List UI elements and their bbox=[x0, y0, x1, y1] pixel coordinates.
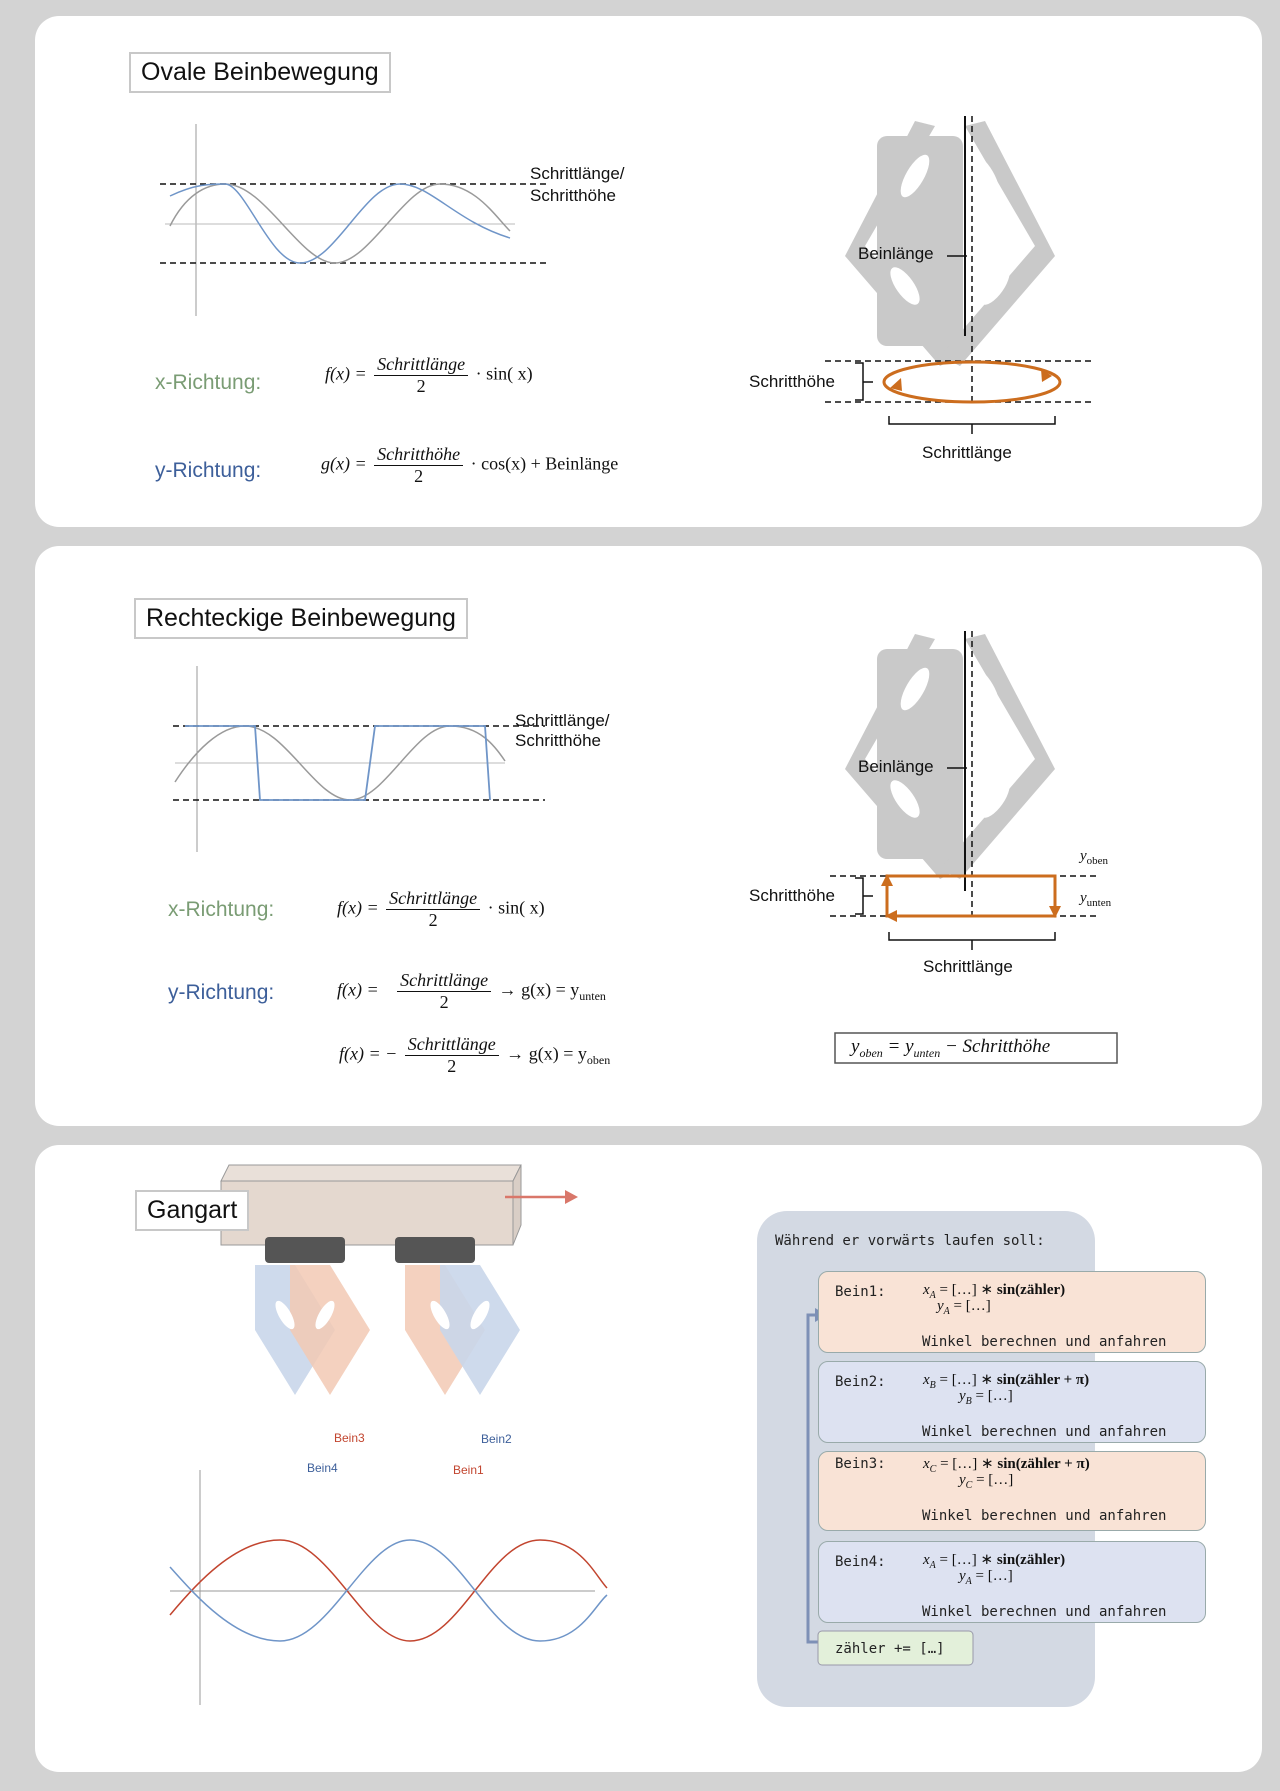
rect-foot-path bbox=[885, 874, 1057, 918]
robot-body bbox=[220, 1164, 578, 1263]
bein2-label: Bein2 bbox=[481, 1432, 512, 1446]
rect-schritt-label-2: Schritthöhe bbox=[515, 731, 601, 750]
oval-blue-wave bbox=[169, 183, 511, 264]
bein3-y-equation: yC = […] bbox=[959, 1472, 1014, 1491]
oval-schrittlaenge-label: Schrittlänge bbox=[922, 443, 1012, 462]
oval-title: Ovale Beinbewegung bbox=[129, 52, 391, 93]
counter-text: zähler += […] bbox=[835, 1641, 945, 1657]
counter-box bbox=[817, 1630, 974, 1666]
bein-card-4: Bein4: xA = […] ∗ sin(zähler) yA = […] W… bbox=[818, 1541, 1206, 1623]
oval-x-direction: x-Richtung: bbox=[155, 371, 262, 394]
bein2-y-equation: yB = […] bbox=[959, 1388, 1013, 1407]
rect-schrittlaenge-label: Schrittlänge bbox=[923, 957, 1013, 976]
bein3-label: Bein3 bbox=[334, 1431, 365, 1445]
rect-graphics bbox=[173, 631, 1118, 1064]
rect-title: Rechteckige Beinbewegung bbox=[134, 598, 468, 639]
oval-graphics bbox=[160, 116, 1095, 434]
rect-equation-box bbox=[834, 1032, 1118, 1064]
oval-leg-drawing bbox=[845, 121, 1055, 366]
bein3-x-equation: xC = […] ∗ sin(zähler + π) bbox=[923, 1456, 1090, 1475]
bein1-x-equation: xA = […] ∗ sin(zähler) bbox=[923, 1282, 1066, 1301]
gait-red-wave bbox=[169, 1539, 608, 1642]
gait-title: Gangart bbox=[135, 1190, 250, 1231]
oval-schritt-label-2: Schritthöhe bbox=[530, 186, 616, 205]
oval-y-direction: y-Richtung: bbox=[155, 459, 262, 482]
bein-card-3: Bein3: xC = […] ∗ sin(zähler + π) yC = [… bbox=[818, 1451, 1206, 1531]
rect-schritthoehe-label: Schritthöhe bbox=[749, 886, 835, 905]
oval-foot-path bbox=[882, 360, 1062, 404]
oval-schritthoehe-label: Schritthöhe bbox=[749, 372, 835, 391]
oval-leg-holes bbox=[890, 154, 1010, 305]
bein-card-2: Bein2: xB = […] ∗ sin(zähler + π) yB = [… bbox=[818, 1361, 1206, 1443]
rect-schritt-label-1: Schrittlänge/ bbox=[515, 711, 610, 730]
rect-box-equation: yoben = yunten − Schritthöhe bbox=[851, 1036, 1051, 1060]
oval-schritt-label-1: Schrittlänge/ bbox=[530, 164, 625, 183]
rect-y-oben-label: yoben bbox=[1080, 848, 1109, 867]
loop-header: Während er vorwärts laufen soll: bbox=[775, 1233, 1045, 1249]
oval-wave-plot bbox=[160, 124, 550, 316]
panel-gait: Gangart Bein3 Bein2 Bein4 Bein1 Während … bbox=[35, 1145, 1262, 1772]
bein4-x-equation: xA = […] ∗ sin(zähler) bbox=[923, 1552, 1066, 1571]
rect-beinlaenge-label: Beinlänge bbox=[858, 757, 934, 776]
rect-y-direction: y-Richtung: bbox=[168, 981, 275, 1004]
bein1-label: Bein1 bbox=[453, 1463, 484, 1477]
gait-blue-wave bbox=[169, 1539, 608, 1642]
leg-salmon-3 bbox=[290, 1265, 370, 1395]
oval-beinlaenge-label: Beinlänge bbox=[858, 244, 934, 263]
rect-wave-plot bbox=[173, 666, 545, 852]
gait-wave-plot bbox=[169, 1470, 608, 1705]
rect-y-unten-label: yunten bbox=[1080, 890, 1112, 909]
leg-blue-2 bbox=[440, 1265, 520, 1395]
bein-card-1: Bein1: xA = […] ∗ sin(zähler) yA = […] W… bbox=[818, 1271, 1206, 1353]
panel-rect: Rechteckige Beinbewegung Schrittlänge/ S… bbox=[35, 546, 1262, 1126]
bein4-label: Bein4 bbox=[307, 1461, 338, 1475]
rect-leg-drawing bbox=[845, 634, 1055, 879]
bein1-y-equation: yA = […] bbox=[937, 1298, 991, 1317]
bein2-x-equation: xB = […] ∗ sin(zähler + π) bbox=[923, 1372, 1090, 1391]
rect-blue-square bbox=[185, 725, 491, 801]
panel-oval: Ovale Beinbewegung Schrittlänge/ Schritt… bbox=[35, 16, 1262, 527]
rect-x-direction: x-Richtung: bbox=[168, 898, 275, 921]
bein4-y-equation: yA = […] bbox=[959, 1568, 1013, 1587]
